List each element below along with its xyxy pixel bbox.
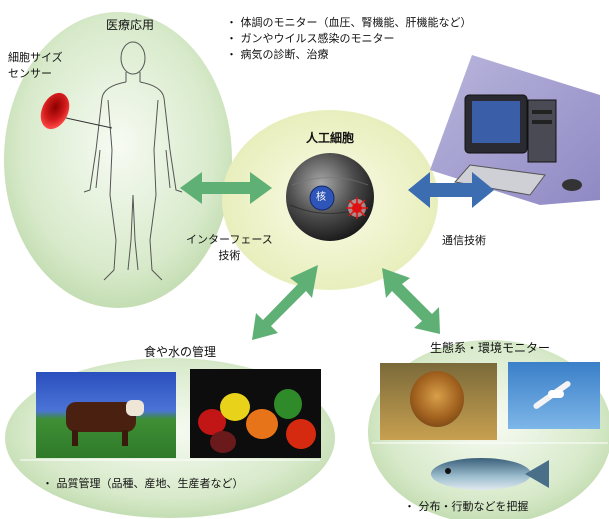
eco-title: 生態系・環境モニター xyxy=(430,341,550,355)
interface-label: インターフェース 技術 xyxy=(186,232,273,264)
eco-bullet-text: 分布・行動などを把握 xyxy=(419,500,529,513)
lion-photo xyxy=(380,363,497,440)
medical-bullet-2: ガンやウイルス感染のモニター xyxy=(226,31,472,47)
sensor-label: 細胞サイズ センサー xyxy=(8,50,63,82)
communication-label: 通信技術 xyxy=(442,234,486,248)
medical-bullet-3: 病気の診断、治療 xyxy=(226,47,472,63)
nucleus-label: 核 xyxy=(316,191,326,205)
food-bullet-text: 品質管理（品種、産地、生産者など） xyxy=(57,477,244,490)
medical-bullet-1: 体調のモニター（血圧、腎機能、肝機能など） xyxy=(226,15,472,31)
red-organelle xyxy=(346,197,368,219)
eco-bullet: ・ 分布・行動などを把握 xyxy=(404,500,529,514)
food-title: 食や水の管理 xyxy=(144,345,216,359)
seagull-photo xyxy=(508,362,600,429)
arrow-center-eco xyxy=(382,268,440,334)
medical-bullets: 体調のモニター（血圧、腎機能、肝機能など） ガンやウイルス感染のモニター 病気の… xyxy=(226,15,472,63)
food-bullet: ・ 品質管理（品種、産地、生産者など） xyxy=(42,477,244,491)
medical-title: 医療応用 xyxy=(106,18,154,32)
vegetables-photo xyxy=(190,369,321,458)
cow-photo xyxy=(36,372,176,458)
center-title: 人工細胞 xyxy=(306,131,354,145)
fish-photo xyxy=(425,448,555,500)
